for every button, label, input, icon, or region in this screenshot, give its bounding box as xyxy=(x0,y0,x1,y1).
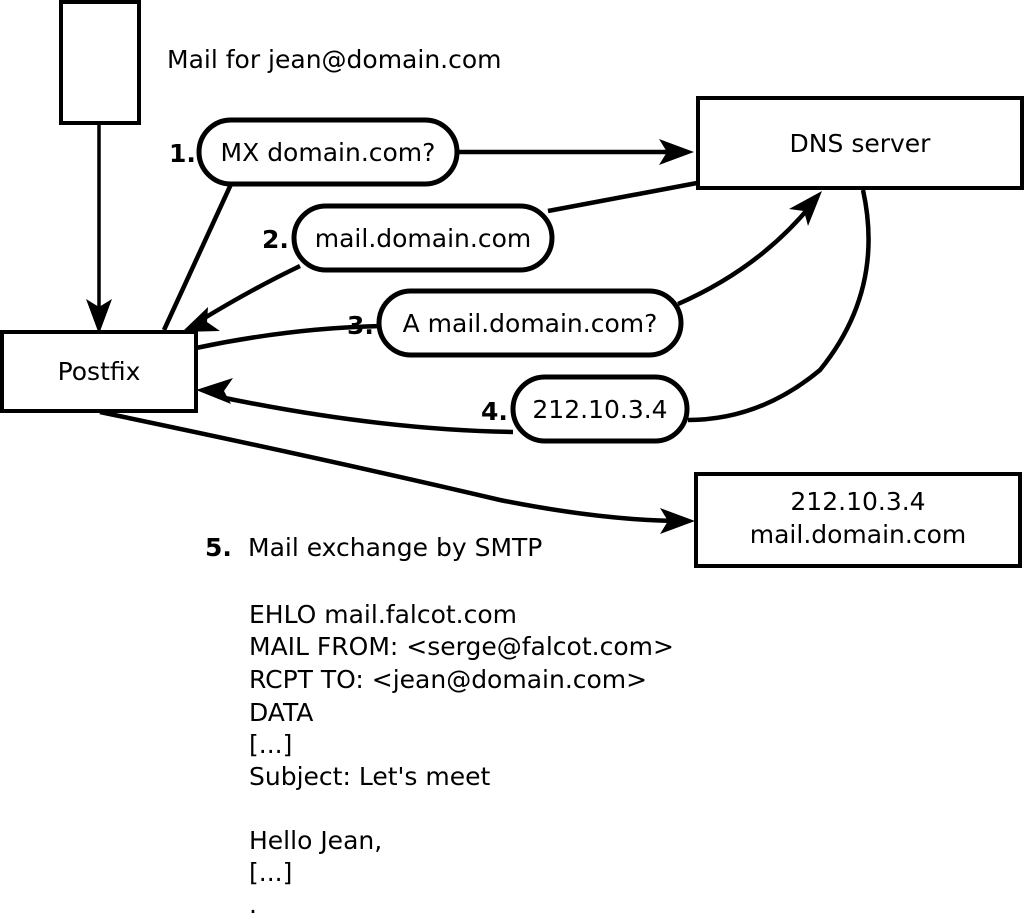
smtp-transcript: EHLO mail.falcot.com MAIL FROM: <serge@f… xyxy=(249,600,674,919)
diagram-caption: Mail for jean@domain.com xyxy=(167,45,502,74)
step-3-group: 3. A mail.domain.com? xyxy=(347,288,684,358)
transcript-line-2: RCPT TO: <jean@domain.com> xyxy=(249,665,647,694)
step-5-label: Mail exchange by SMTP xyxy=(248,533,542,562)
step-2-number: 2. xyxy=(262,225,289,254)
edge-step5-postfix-to-mailserver xyxy=(99,409,695,534)
mail-server-host-label: mail.domain.com xyxy=(750,520,966,549)
transcript-line-1: MAIL FROM: <serge@falcot.com> xyxy=(249,632,674,661)
dns-server-box xyxy=(696,96,1024,190)
step-2-bubble xyxy=(291,203,555,273)
mail-server-ip-label: 212.10.3.4 xyxy=(790,487,925,516)
postfix-box xyxy=(0,330,198,413)
step-4-bubble xyxy=(510,374,690,444)
step-1-label: MX domain.com? xyxy=(221,138,436,167)
step-3-number: 3. xyxy=(347,311,374,340)
step-4-label: 212.10.3.4 xyxy=(532,395,667,424)
step-4-number: 4. xyxy=(481,397,508,426)
step-4-group: 4. 212.10.3.4 xyxy=(481,374,690,444)
edge-sender-to-postfix xyxy=(86,123,112,334)
dns-server-label: DNS server xyxy=(790,129,932,158)
step-1-group: 1. MX domain.com? xyxy=(169,117,460,187)
edge-step2-dns-to-postfix xyxy=(182,180,698,332)
step-5-group: 5. Mail exchange by SMTP xyxy=(205,533,542,562)
step-5-number: 5. xyxy=(205,533,232,562)
step-3-bubble xyxy=(376,288,684,358)
step-1-number: 1. xyxy=(169,139,196,168)
step-2-group: 2. mail.domain.com xyxy=(262,203,555,273)
edge-step1-postfix-to-dns xyxy=(161,139,694,331)
postfix-label: Postfix xyxy=(58,357,141,386)
edge-step3-postfix-to-dns xyxy=(195,191,822,351)
edge-step4-dns-to-postfix xyxy=(196,189,871,435)
transcript-line-0: EHLO mail.falcot.com xyxy=(249,600,517,629)
transcript-line-8: [...] xyxy=(249,858,292,887)
transcript-line-5: Subject: Let's meet xyxy=(249,762,490,791)
transcript-line-4: [...] xyxy=(249,730,292,759)
mail-server-box xyxy=(694,472,1022,568)
transcript-line-9: . xyxy=(249,890,257,919)
step-2-label: mail.domain.com xyxy=(315,224,531,253)
transcript-line-7: Hello Jean, xyxy=(249,826,382,855)
step-1-bubble xyxy=(196,117,460,187)
transcript-line-3: DATA xyxy=(249,698,313,727)
sender-box xyxy=(59,0,141,125)
step-3-label: A mail.domain.com? xyxy=(403,309,658,338)
